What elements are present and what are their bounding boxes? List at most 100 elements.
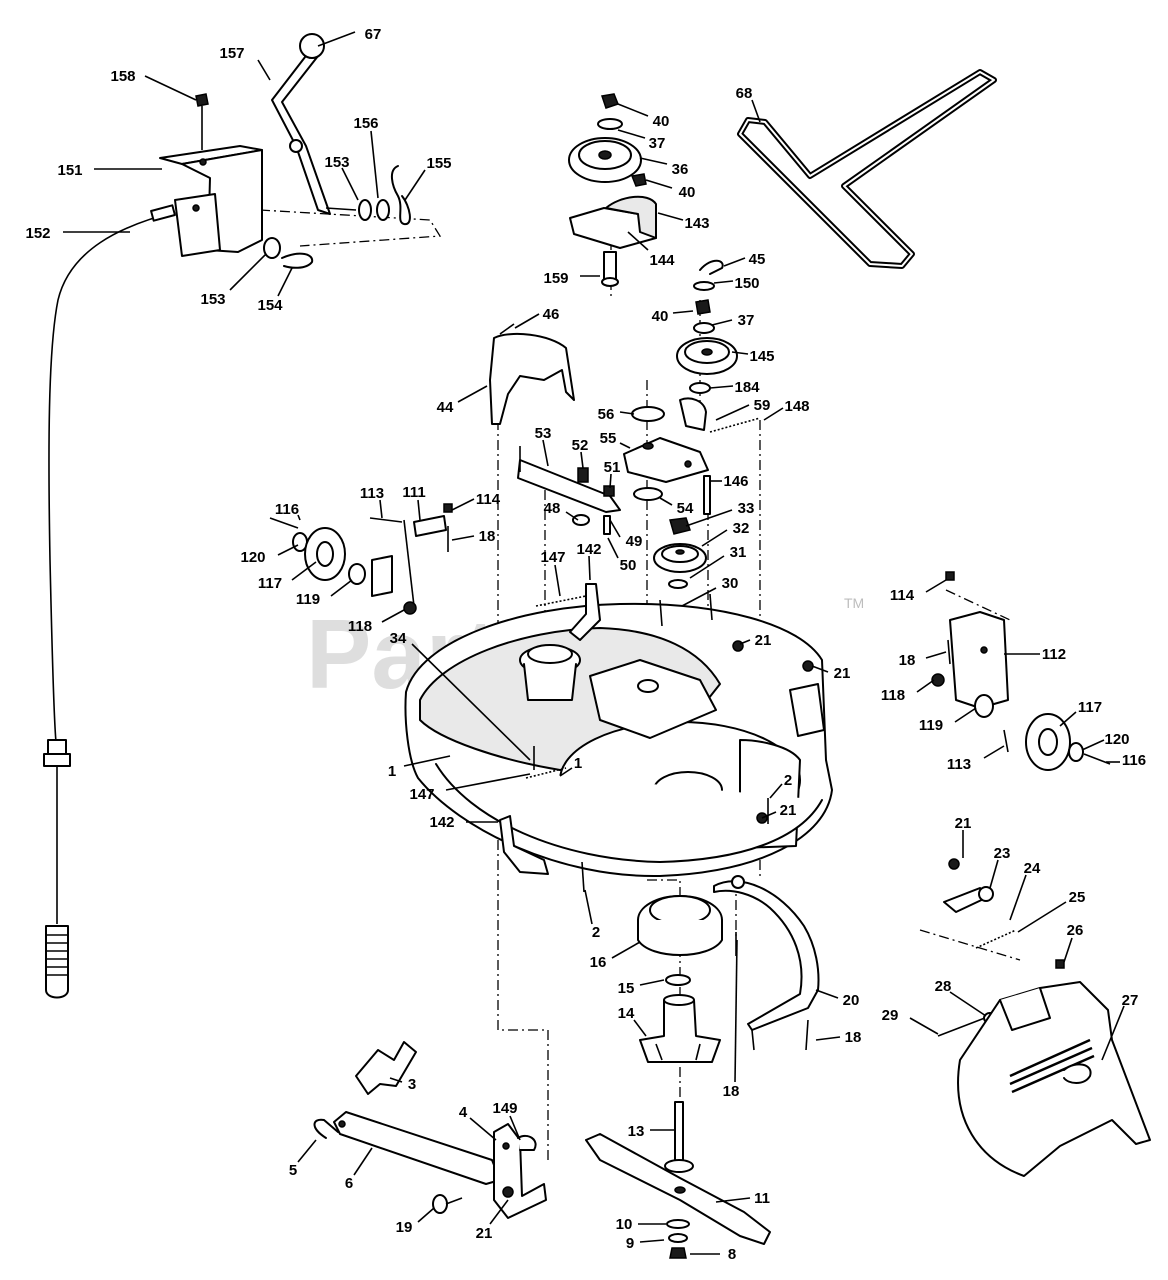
callout-leader-l-119a — [330, 579, 353, 597]
bolt-113-right — [1003, 729, 1009, 753]
washer-119-left — [348, 563, 366, 585]
washer-10 — [666, 1219, 690, 1229]
callout-label-l-15: 15 — [618, 980, 635, 997]
callout-leader-l-15 — [639, 979, 665, 986]
nut-51 — [603, 485, 615, 497]
hairpin-5 — [313, 1118, 339, 1139]
callout-leader-l-18c — [815, 1036, 841, 1041]
nut-114-right — [945, 571, 955, 581]
spring-clip-155 — [391, 165, 411, 226]
callout-label-l-112: 112 — [1042, 646, 1066, 663]
callout-leader-l-18b — [925, 651, 947, 659]
callout-label-l-18b: 18 — [899, 652, 916, 669]
callout-label-l-116b: 116 — [1122, 752, 1146, 769]
callout-label-l-149: 149 — [492, 1100, 517, 1117]
callout-leader-l-153b — [229, 253, 267, 291]
callout-label-l-20: 20 — [843, 992, 860, 1009]
callout-label-l-40c: 40 — [652, 308, 669, 325]
callout-label-l-21c: 21 — [780, 802, 797, 819]
callout-label-l-144: 144 — [649, 252, 675, 269]
callout-leader-l-11 — [715, 1197, 751, 1203]
callout-leader-l-25 — [1017, 901, 1067, 933]
callout-label-l-54: 54 — [677, 500, 694, 517]
pulley-32 — [653, 543, 707, 573]
callout-label-l-113b: 113 — [947, 756, 971, 773]
bracket-right-deck — [789, 683, 825, 737]
callout-leader-l-21c — [761, 811, 777, 819]
callout-leader-l-29 — [909, 1017, 939, 1035]
callout-leader-l-27 — [1101, 1005, 1125, 1061]
washer-54 — [633, 487, 663, 501]
callout-label-l-11: 11 — [754, 1190, 770, 1207]
callout-leader-l-116a — [297, 514, 301, 521]
callout-leader-l-154 — [277, 267, 293, 297]
callout-label-l-21d: 21 — [955, 815, 972, 832]
arm-142-upper — [569, 583, 601, 641]
callout-leader-l-117a — [291, 561, 317, 581]
callout-label-l-59: 59 — [754, 397, 771, 414]
callout-label-l-5: 5 — [289, 1162, 297, 1179]
callout-leader-l-111 — [417, 499, 421, 521]
bracket-3 — [355, 1041, 417, 1095]
drive-belt-68 — [737, 69, 997, 269]
watermark-trademark: TM — [844, 595, 864, 611]
callout-leader-l-16 — [611, 941, 641, 959]
callout-label-l-37a: 37 — [649, 135, 666, 152]
callout-leader-l-18a — [451, 535, 475, 541]
callout-label-l-2b: 2 — [592, 924, 600, 941]
callout-leader-l-147a — [554, 564, 561, 597]
spindle-pulley-on-deck — [519, 644, 581, 701]
callout-leader-l-33 — [685, 509, 733, 527]
callout-leader-l-21e — [489, 1199, 509, 1225]
callout-leader-l-68 — [751, 99, 761, 123]
callout-label-l-119b: 119 — [919, 717, 943, 734]
callout-label-l-8: 8 — [728, 1246, 736, 1263]
callout-leader-l-157 — [257, 59, 271, 81]
washer-48 — [572, 514, 590, 526]
idler-arm-55 — [623, 437, 709, 483]
idler-117-left — [304, 527, 346, 581]
callout-label-l-50: 50 — [620, 557, 637, 574]
callout-leader-l-31 — [689, 555, 725, 579]
callout-leader-l-37a — [617, 129, 646, 139]
callout-label-l-56: 56 — [598, 406, 615, 423]
callout-label-l-49: 49 — [626, 533, 643, 550]
callout-label-l-184: 184 — [734, 379, 760, 396]
bracket-111 — [371, 515, 447, 607]
callout-leader-l-114a — [451, 498, 475, 511]
callout-label-l-18c: 18 — [845, 1029, 862, 1046]
callout-leader-l-113a — [379, 499, 383, 519]
callout-leader-l-48 — [565, 511, 579, 521]
callout-label-l-153b: 153 — [200, 291, 225, 308]
callout-label-l-147a: 147 — [540, 549, 565, 566]
callout-leader-l-148 — [763, 407, 784, 421]
callout-label-l-119a: 119 — [296, 591, 320, 608]
callout-leader-l-117b — [1059, 711, 1077, 727]
callout-label-l-111: 111 — [402, 484, 425, 501]
callout-label-l-4: 4 — [459, 1104, 468, 1121]
guard-ring-16 — [637, 895, 723, 956]
callout-leader-l-143 — [657, 212, 684, 221]
callout-label-l-23: 23 — [994, 845, 1011, 862]
callout-leader-l-20 — [815, 989, 839, 999]
callout-leader-l-34 — [411, 643, 531, 761]
nuts-21-deck — [732, 640, 814, 824]
callout-leader-l-18d — [734, 939, 738, 1083]
washer-119-right — [974, 694, 994, 718]
callout-label-l-117b: 117 — [1078, 699, 1102, 716]
washers-153-156 — [325, 199, 390, 221]
bolt-18-right — [947, 639, 951, 665]
callout-leader-l-54 — [659, 497, 673, 506]
callout-label-l-31: 31 — [730, 544, 747, 561]
callout-label-l-10: 10 — [616, 1216, 633, 1233]
bolt-146 — [703, 475, 711, 515]
callout-label-l-118a: 118 — [348, 618, 372, 635]
callout-leader-l-6 — [353, 1147, 373, 1176]
belt-guard-44 — [489, 323, 575, 425]
washer-15 — [665, 974, 691, 986]
rod-29 — [937, 1015, 991, 1037]
lift-cable-152 — [43, 204, 176, 999]
bolt-116-left — [269, 517, 299, 529]
callout-leader-l-9 — [639, 1239, 665, 1243]
